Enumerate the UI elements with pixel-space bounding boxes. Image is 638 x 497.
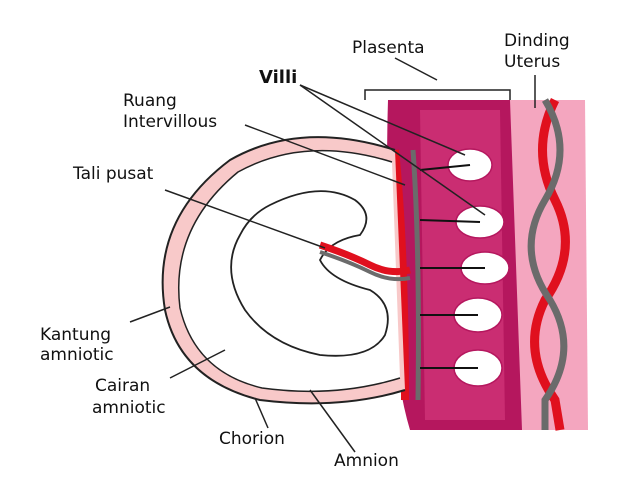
label-cairan-line2: amniotic xyxy=(92,398,166,418)
label-chorion: Chorion xyxy=(219,429,285,449)
leader-lines xyxy=(129,57,536,453)
label-ruang-line1: Ruang xyxy=(123,91,177,111)
label-villi: Villi xyxy=(259,67,298,88)
cairan-leader xyxy=(169,349,226,379)
kantung-leader xyxy=(129,306,171,323)
villi-leader-1 xyxy=(299,84,466,156)
umbilical-cord-grey xyxy=(319,250,411,282)
label-amnion: Amnion xyxy=(334,451,399,471)
chorion-leader xyxy=(254,397,269,429)
label-cairan-line1: Cairan xyxy=(95,376,151,396)
maternal-vein xyxy=(527,98,568,430)
ruang-leader xyxy=(244,124,406,186)
villi-leader-2 xyxy=(299,84,486,216)
label-kantung-line2: amniotic xyxy=(40,345,114,365)
chorionic-plate xyxy=(391,149,409,401)
villi-stems xyxy=(419,164,485,369)
plasenta-leader xyxy=(394,57,438,81)
label-ruang-line2: Intervillous xyxy=(123,112,218,132)
maternal-artery xyxy=(530,97,570,431)
placenta-bracket xyxy=(364,89,511,100)
label-kantung-line1: Kantung xyxy=(40,325,112,345)
chorionic-plate-grey xyxy=(410,149,421,401)
umbilical-cord xyxy=(318,241,411,276)
label-tali-pusat: Tali pusat xyxy=(73,164,154,184)
label-plasenta: Plasenta xyxy=(352,38,425,58)
label-dinding-line1: Dinding xyxy=(504,31,570,51)
amnion-leader xyxy=(309,389,356,453)
fetus-body xyxy=(230,190,389,357)
tali-pusat-leader xyxy=(164,189,326,249)
label-dinding-line2: Uterus xyxy=(504,52,561,72)
